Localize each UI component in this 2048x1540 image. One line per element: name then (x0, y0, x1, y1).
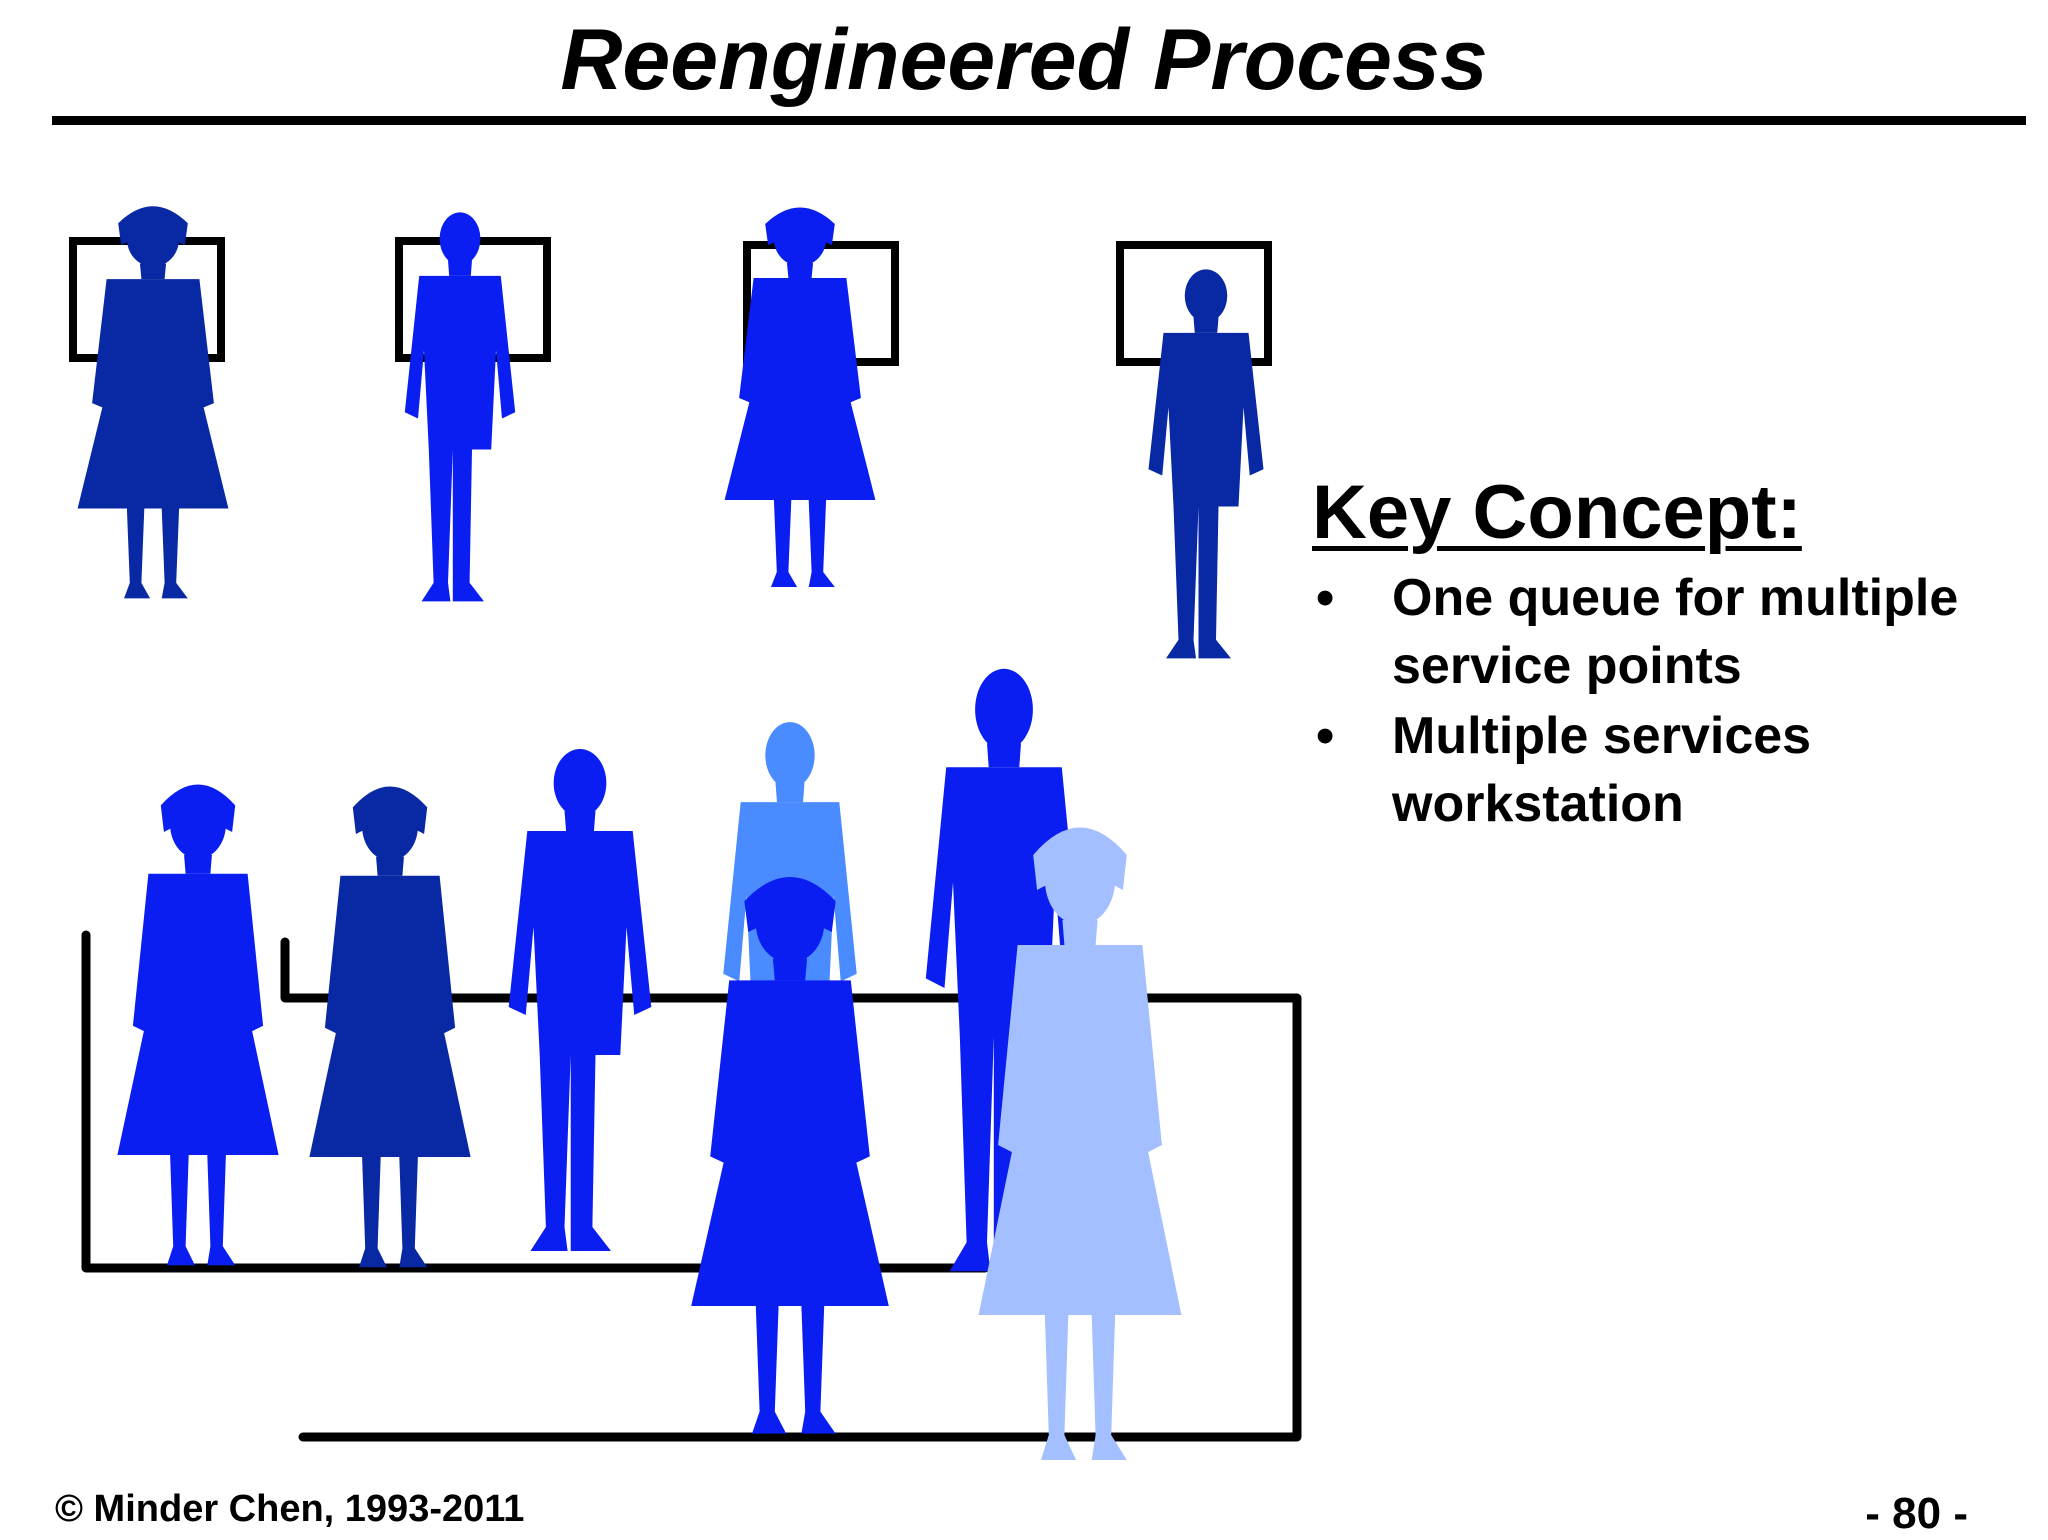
key-concept-item-text: One queue for multiple service points (1392, 569, 1959, 695)
key-concept-heading: Key Concept: (1312, 470, 1802, 555)
person-icon (1148, 269, 1264, 659)
key-concept-item-text: Multiple services workstation (1392, 707, 1812, 833)
queue-barrier-right (280, 937, 1302, 1442)
person-icon (404, 212, 516, 602)
queue-barrier-left (81, 930, 990, 1273)
bullet-icon: • (1316, 569, 1335, 627)
bullet-icon: • (1316, 707, 1335, 765)
person-icon (117, 784, 279, 1266)
key-concept-panel: Key Concept: • One queue for multiple se… (1312, 468, 2032, 840)
title-rule (52, 116, 2026, 125)
key-concept-item: • Multiple services workstation (1312, 702, 2032, 838)
key-concept-list: • One queue for multiple service points … (1312, 564, 2032, 838)
page-number: - 80 - (1865, 1489, 1968, 1538)
footer-copyright: © Minder Chen, 1993-2011 (55, 1488, 525, 1530)
key-concept-item: • One queue for multiple service points (1312, 564, 2032, 700)
person-icon (691, 877, 889, 1434)
person-icon (309, 786, 471, 1268)
person-icon (77, 206, 229, 599)
slide-title: Reengineered Process (560, 12, 1488, 108)
